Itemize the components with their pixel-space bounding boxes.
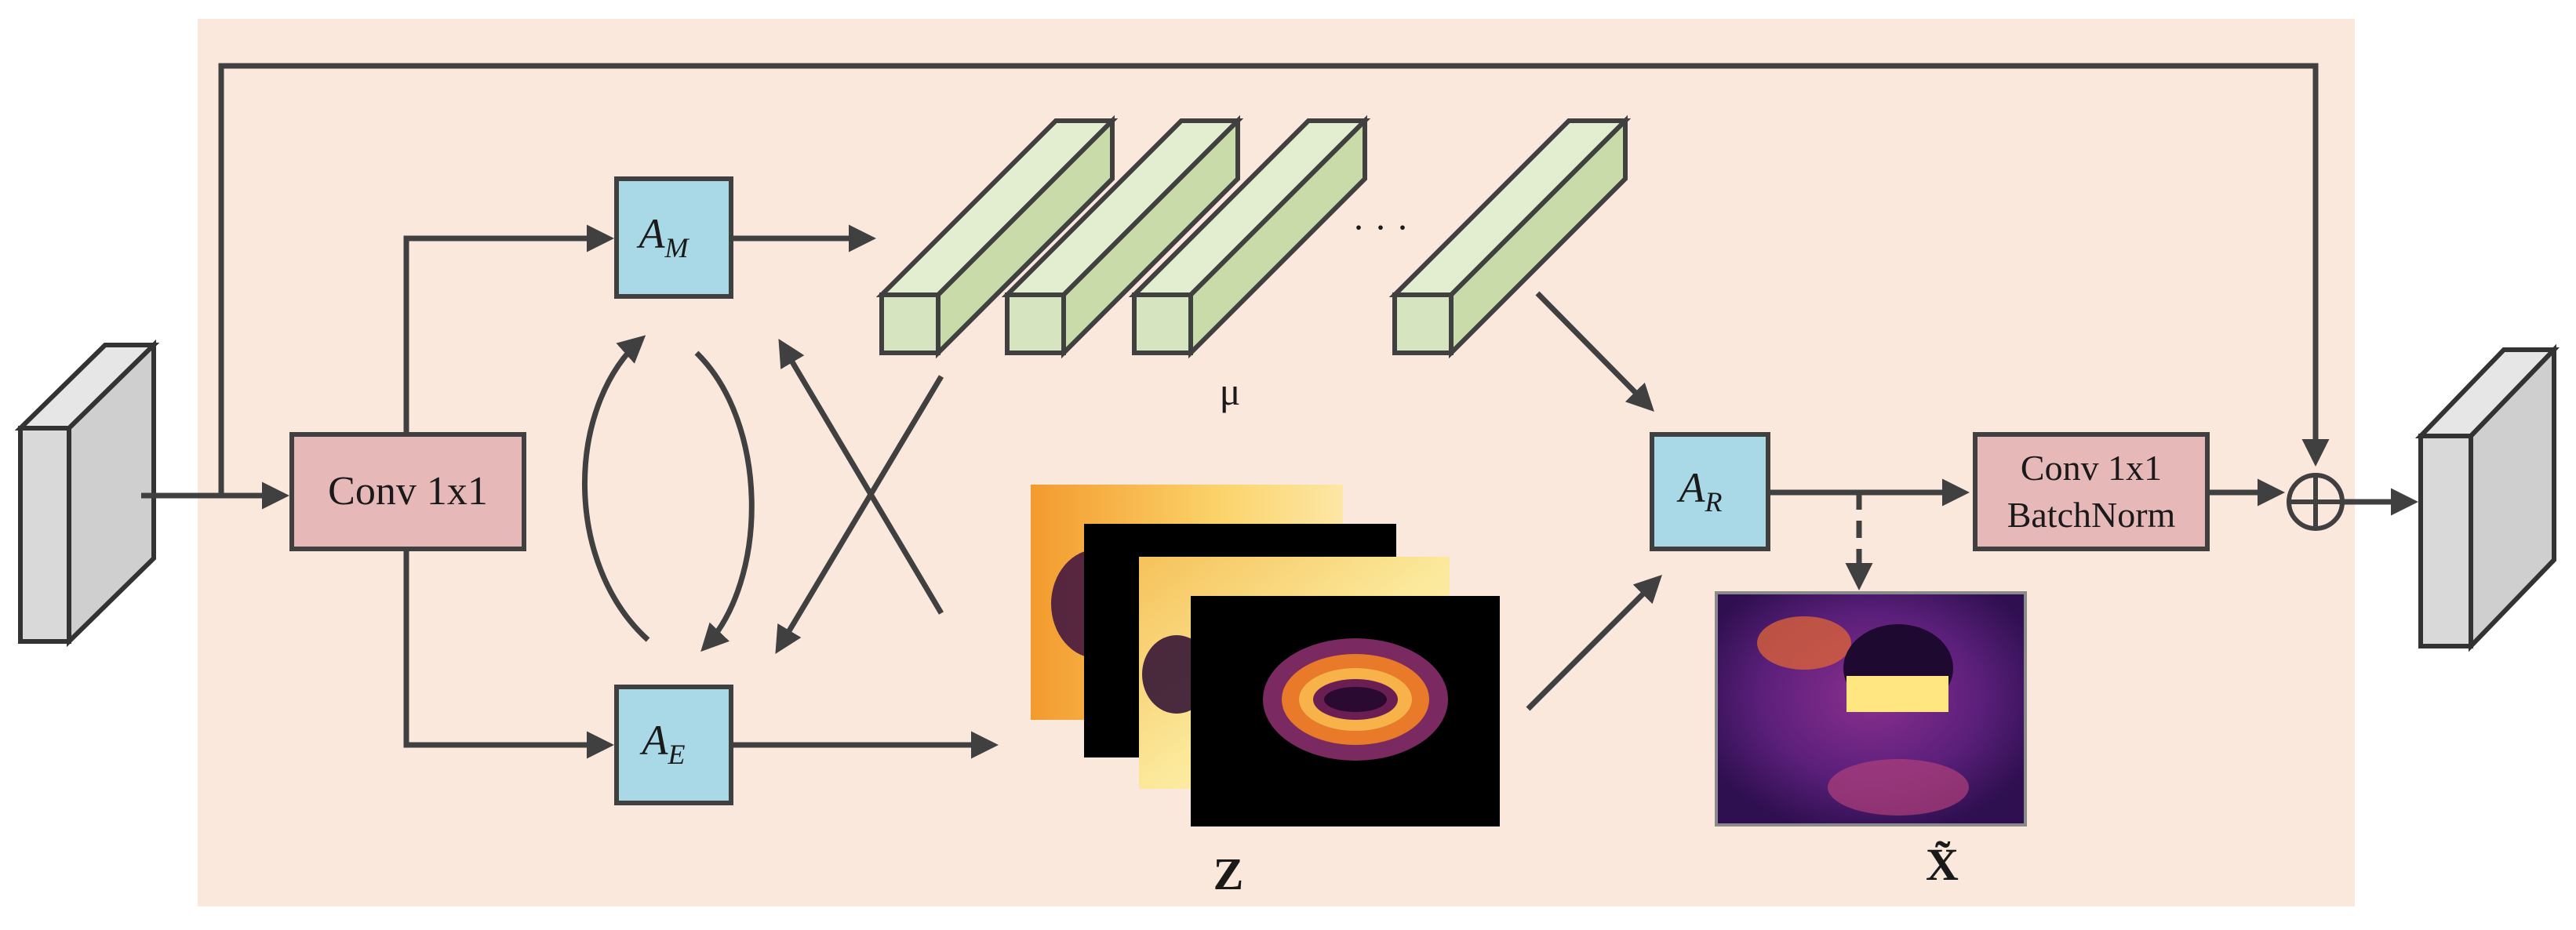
ae-attention-block: AE (614, 685, 733, 805)
arrow-z-to-am (778, 338, 944, 615)
curve-arrow-am-to-ae (694, 351, 755, 652)
z-heatmap-stack (1031, 485, 1500, 826)
arrow-mu-to-ae (775, 375, 944, 655)
output-block-line2: BatchNorm (2007, 495, 2176, 535)
ae-symbol: A (640, 717, 669, 764)
skip-connection-line (218, 63, 2330, 496)
svg-text:AM: AM (637, 210, 690, 263)
x-tilde-label: X̃ (1926, 839, 1959, 890)
conv-block-label: Conv 1x1 (328, 469, 488, 514)
mu-label: μ (1220, 369, 1241, 413)
am-subscript: M (664, 232, 690, 263)
x-tilde-reconstruction-image (1715, 591, 2027, 826)
prototype-bar-4 (1388, 114, 1632, 359)
am-symbol: A (637, 210, 666, 257)
arrow-mu-to-ar (1535, 291, 1654, 412)
am-attention-block: AM (614, 176, 733, 299)
prototype-bar-2 (1001, 114, 1244, 359)
svg-text:AE: AE (640, 717, 686, 770)
arrow-conv-to-am (403, 224, 614, 434)
arrow-conv-to-ae (403, 549, 614, 759)
input-feature-block (14, 339, 160, 648)
ellipsis-label: · · · (1352, 207, 1409, 249)
sum-node (2287, 473, 2345, 531)
ar-attention-block: AR (1650, 432, 1770, 551)
prototype-bar-3 (1128, 114, 1371, 359)
output-block-line1: Conv 1x1 (2021, 448, 2162, 488)
conv-1x1-block: Conv 1x1 (289, 432, 526, 551)
output-conv-batchnorm-block: Conv 1x1 BatchNorm (1973, 432, 2210, 551)
z-label: Z (1213, 848, 1244, 899)
arrow-z-to-ar (1526, 575, 1662, 711)
curve-arrow-ae-to-am (582, 335, 650, 642)
ae-subscript: E (668, 739, 686, 770)
prototype-bar-1 (875, 114, 1119, 359)
output-feature-block (2414, 343, 2560, 652)
svg-text:AR: AR (1677, 464, 1723, 518)
ar-symbol: A (1677, 464, 1706, 511)
ar-subscript: R (1705, 486, 1723, 518)
